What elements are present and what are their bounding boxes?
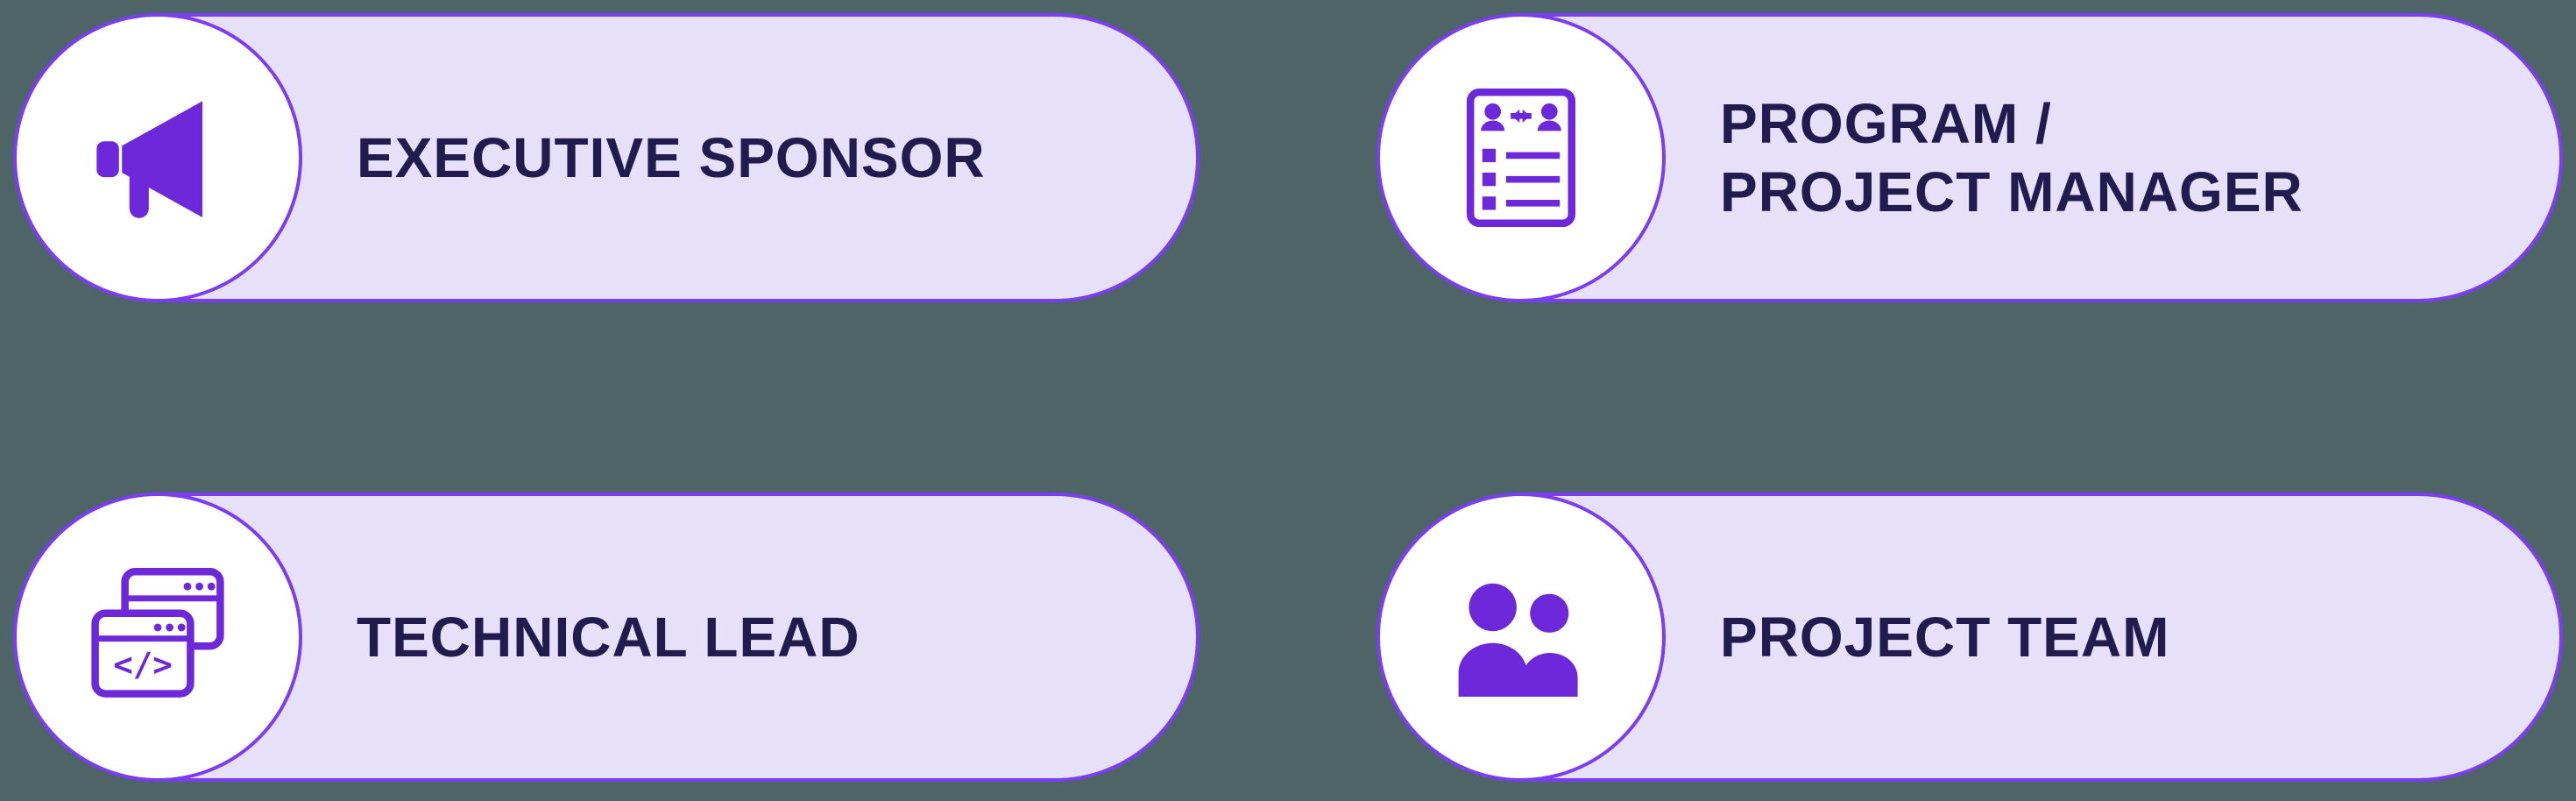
team-icon (1458, 583, 1578, 697)
card-project-team: PROJECT TEAM (1376, 493, 2563, 782)
card-executive-sponsor: EXECUTIVE SPONSOR (13, 13, 1200, 302)
code-windows-icon: </> (91, 567, 224, 698)
card-label: TECHNICAL LEAD (357, 605, 860, 669)
card-label: PROGRAM / PROJECT MANAGER (1720, 91, 2304, 223)
icon-circle: </> (13, 493, 302, 782)
icon-circle (1376, 13, 1666, 302)
stakeholder-list-icon (1466, 88, 1576, 228)
card-technical-lead: </> TECHNICAL LEAD (13, 493, 1200, 782)
card-label: EXECUTIVE SPONSOR (357, 125, 986, 189)
card-label: PROJECT TEAM (1720, 605, 2170, 669)
svg-text:</>: </> (113, 645, 173, 684)
megaphone-icon (96, 101, 202, 218)
icon-circle (13, 13, 302, 302)
icon-circle (1376, 493, 1666, 782)
card-program-project-manager: PROGRAM / PROJECT MANAGER (1376, 13, 2563, 302)
